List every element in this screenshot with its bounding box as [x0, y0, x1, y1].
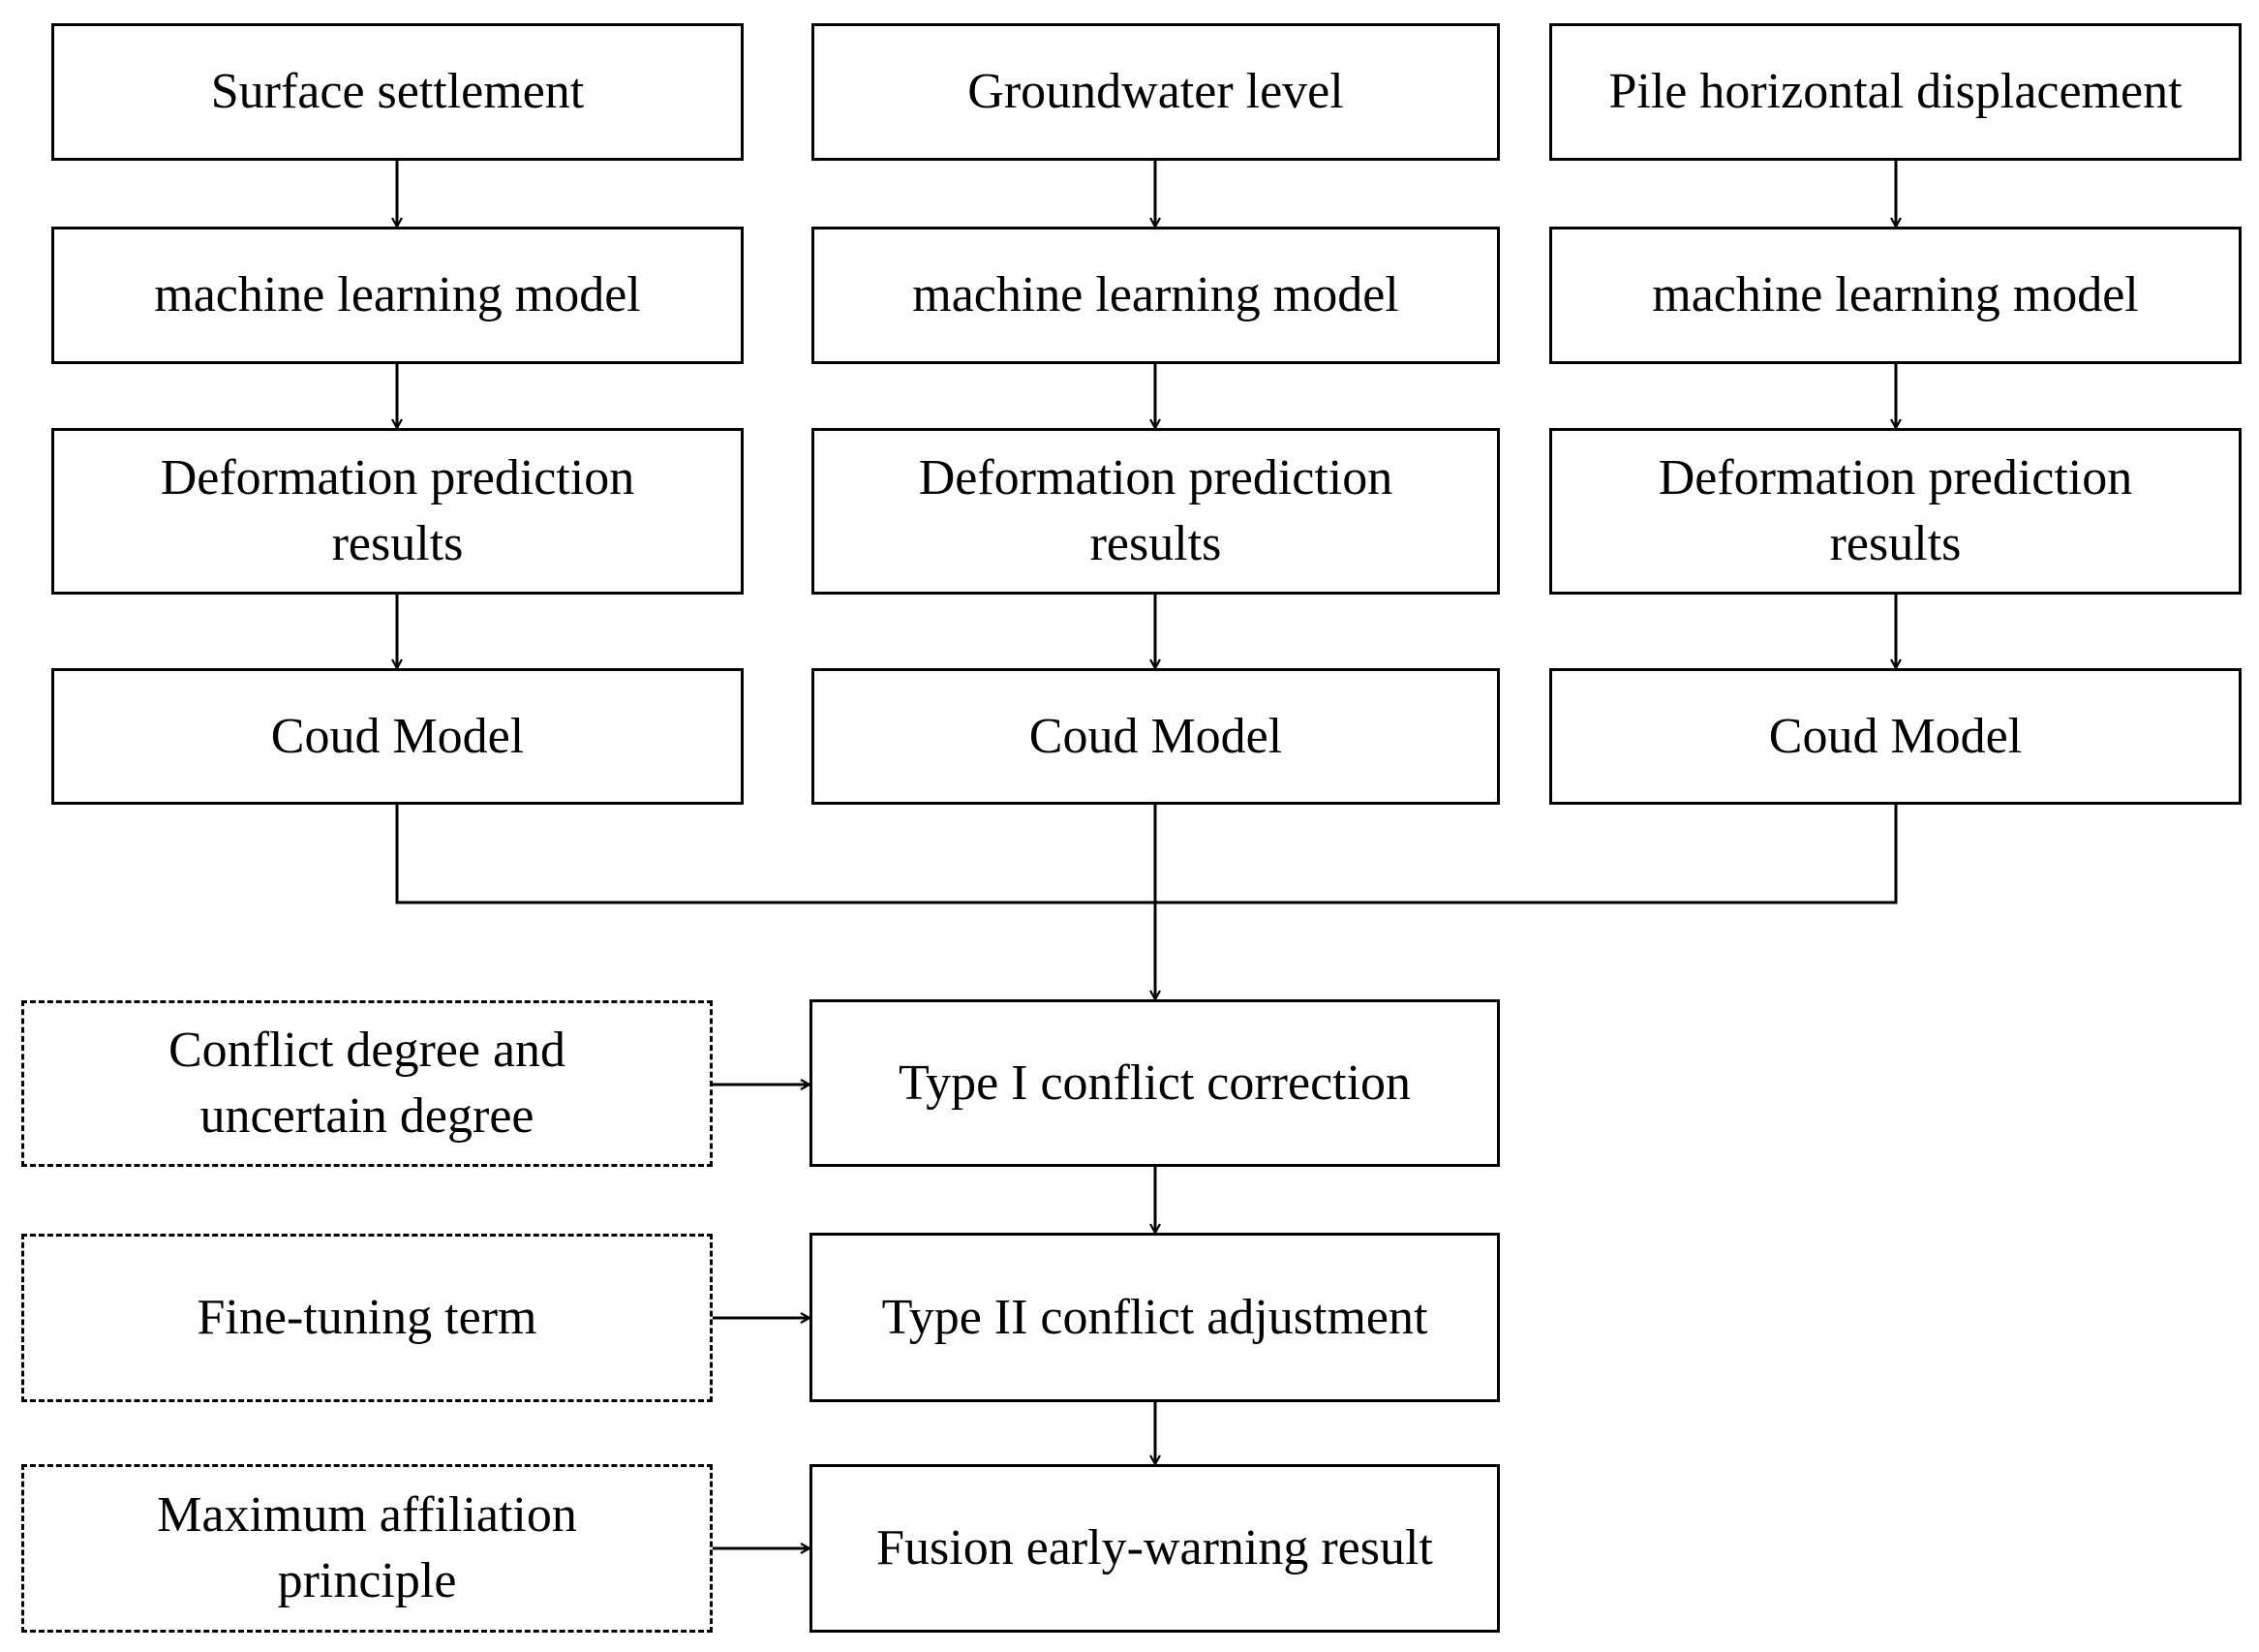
prediction-label-line2: results — [1829, 516, 1962, 571]
prediction-box-2: Deformation prediction results — [811, 428, 1500, 595]
maximum-affiliation-principle-box: Maximum affiliation principle — [21, 1464, 713, 1633]
prediction-box-1: Deformation prediction results — [51, 428, 744, 595]
cloud-model-box-3: Coud Model — [1549, 668, 2242, 805]
type-two-conflict-adjustment-box: Type II conflict adjustment — [809, 1233, 1500, 1402]
prediction-box-3: Deformation prediction results — [1549, 428, 2242, 595]
cloud-model-box-2: Coud Model — [811, 668, 1500, 805]
input-box-pile-horizontal-displacement: Pile horizontal displacement — [1549, 23, 2242, 161]
model-label: machine learning model — [1652, 267, 2139, 322]
cloud-model-label: Coud Model — [270, 708, 525, 764]
aux-label: Fine-tuning term — [197, 1290, 537, 1345]
input-label: Surface settlement — [210, 64, 585, 119]
conflict-uncertain-degree-box: Conflict degree and uncertain degree — [21, 1000, 713, 1167]
aux-label-line2: uncertain degree — [199, 1088, 534, 1144]
merge-connector — [395, 805, 1898, 904]
model-box-ml-1: machine learning model — [51, 227, 744, 364]
aux-label-line1: Maximum affiliation — [157, 1487, 577, 1543]
input-box-surface-settlement: Surface settlement — [51, 23, 744, 161]
model-label: machine learning model — [154, 267, 641, 322]
prediction-label-line1: Deformation prediction — [160, 450, 635, 505]
prediction-label-line2: results — [331, 516, 464, 571]
fusion-result-label: Fusion early-warning result — [876, 1520, 1433, 1576]
type-one-conflict-correction-box: Type I conflict correction — [809, 999, 1500, 1167]
input-label: Groundwater level — [967, 64, 1344, 119]
cloud-model-label: Coud Model — [1768, 708, 2023, 764]
type-two-label: Type II conflict adjustment — [881, 1289, 1428, 1345]
aux-label-line2: principle — [277, 1553, 457, 1608]
aux-label-line1: Conflict degree and — [168, 1023, 566, 1078]
cloud-model-box-1: Coud Model — [51, 668, 744, 805]
model-box-ml-3: machine learning model — [1549, 227, 2242, 364]
fusion-early-warning-result-box: Fusion early-warning result — [809, 1464, 1500, 1633]
prediction-label-line2: results — [1089, 516, 1222, 571]
input-box-groundwater-level: Groundwater level — [811, 23, 1500, 161]
prediction-label-line1: Deformation prediction — [918, 450, 1393, 505]
fine-tuning-term-box: Fine-tuning term — [21, 1234, 713, 1402]
model-label: machine learning model — [912, 267, 1399, 322]
cloud-model-label: Coud Model — [1028, 708, 1283, 764]
type-one-label: Type I conflict correction — [898, 1055, 1412, 1111]
input-label: Pile horizontal displacement — [1608, 64, 2183, 119]
prediction-label-line1: Deformation prediction — [1658, 450, 2133, 505]
model-box-ml-2: machine learning model — [811, 227, 1500, 364]
